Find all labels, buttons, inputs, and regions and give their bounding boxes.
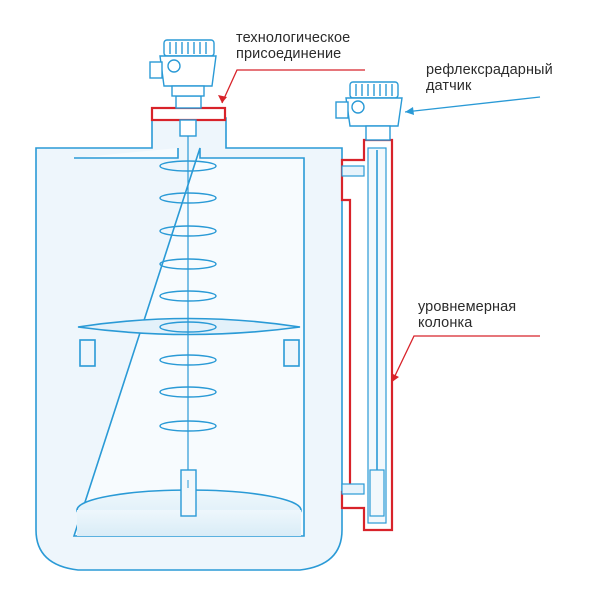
label-level-column-line-1: уровнемерная — [418, 299, 517, 315]
label-reflex-radar-sensor-line-2: датчик — [426, 78, 472, 94]
label-process-connection-line-1: технологическое — [236, 30, 351, 46]
label-reflex-radar-sensor-line-1: рефлексрадарный — [426, 62, 553, 78]
label-level-column-line-2: колонка — [418, 315, 473, 331]
tank — [35, 117, 343, 571]
liquid-surface — [77, 317, 301, 336]
tank-inner-wall — [72, 147, 305, 537]
probe-rings — [159, 160, 217, 432]
callout-process-connection — [221, 69, 365, 104]
level-column — [340, 138, 394, 532]
label-level-column: уровнемерная колонка — [418, 299, 516, 331]
probe-weight — [180, 469, 197, 517]
label-process-connection: технологическое присоединение — [236, 30, 350, 62]
callout-reflex-radar-sensor — [404, 96, 541, 113]
tank-bracket-left — [79, 339, 96, 367]
column-weight — [369, 469, 385, 517]
sensor-head-icon — [335, 81, 403, 141]
tank-bracket-right — [283, 339, 300, 367]
callout-level-column — [391, 335, 540, 383]
label-process-connection-line-2: присоединение — [236, 46, 342, 62]
process-connection-flange — [150, 106, 227, 122]
main-probe — [150, 95, 227, 517]
callouts — [218, 69, 541, 383]
sensor-head-icon — [149, 39, 217, 97]
label-reflex-radar-sensor: рефлексрадарный датчик — [426, 62, 553, 94]
